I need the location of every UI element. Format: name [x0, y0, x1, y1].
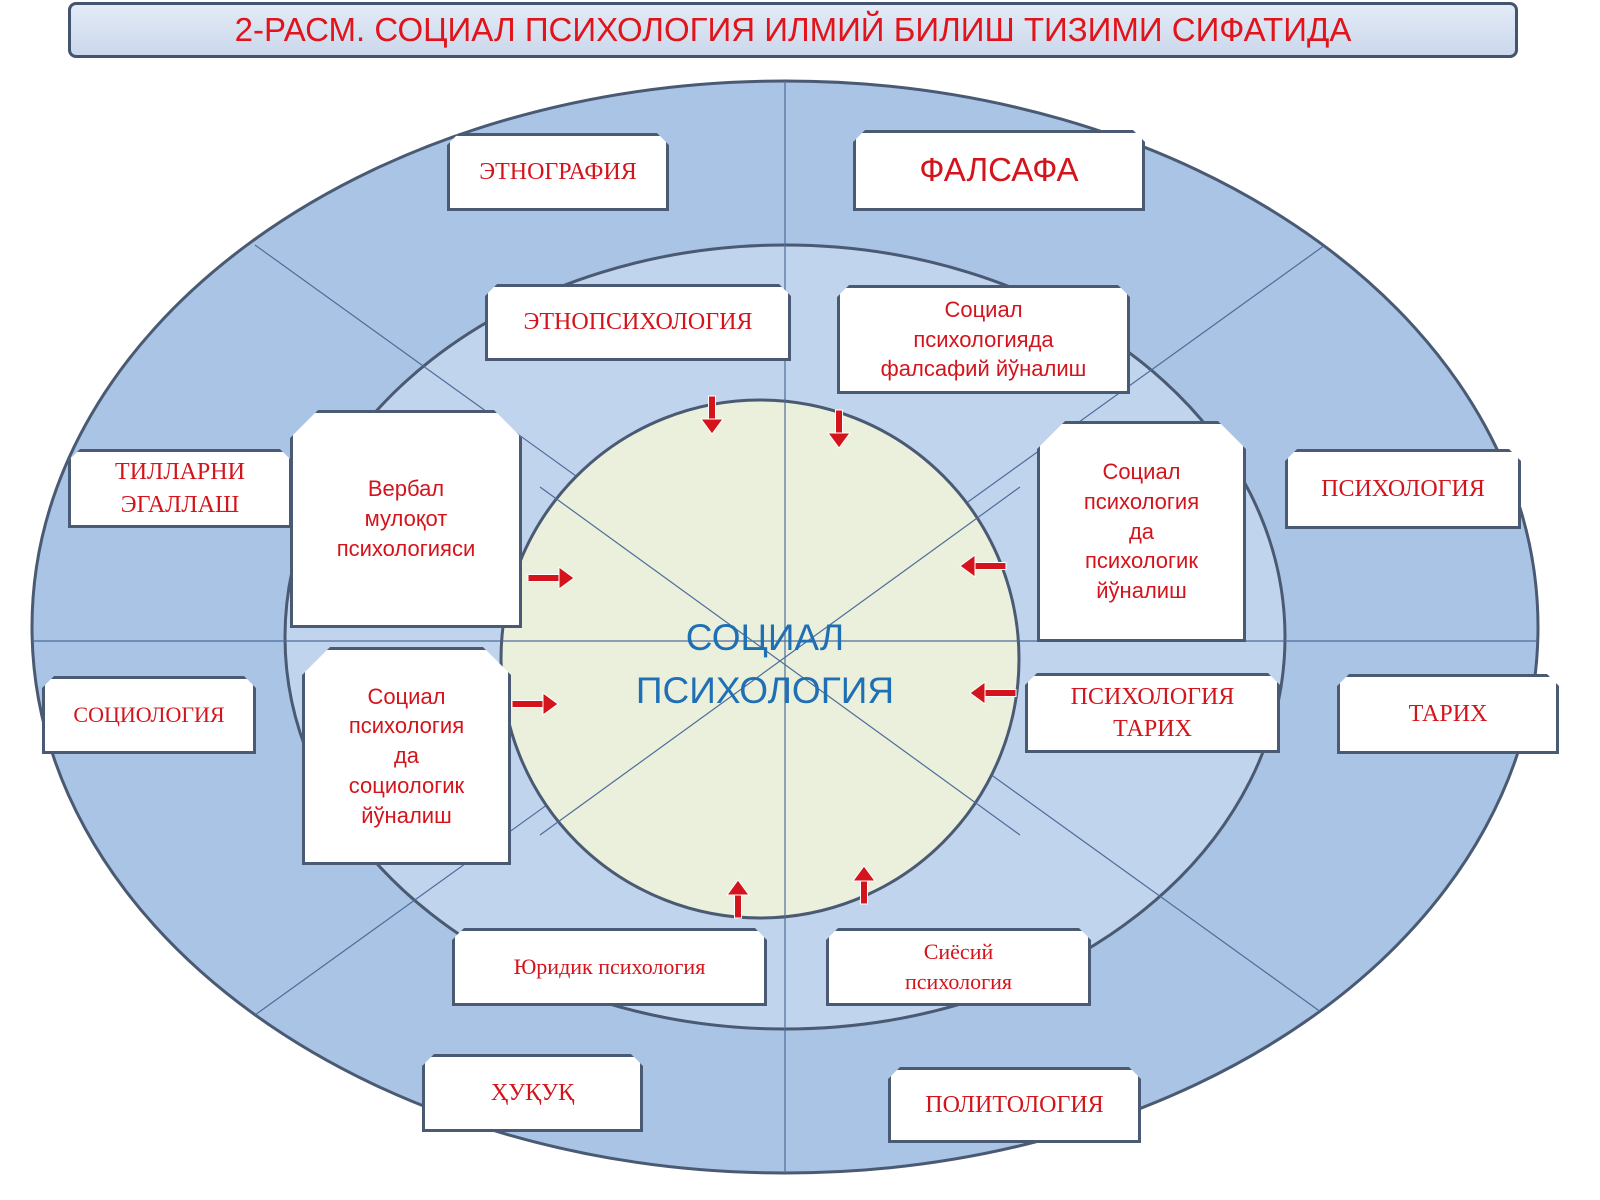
- arrow-down-left: [700, 395, 724, 435]
- box-psychology: ПСИХОЛОГИЯ: [1285, 449, 1521, 529]
- box-history: ТАРИХ: [1337, 674, 1559, 754]
- box-law: ҲУҚУҚ: [422, 1054, 643, 1132]
- arrow-up-right: [852, 865, 876, 905]
- center-label: СОЦИАЛ ПСИХОЛОГИЯ: [635, 617, 895, 711]
- center-circle: [499, 398, 1021, 920]
- box-philosophical-direction: Социал психологияда фалсафий йўналиш: [837, 285, 1130, 394]
- arrow-right-lower: [511, 692, 559, 716]
- box-ethnography: ЭТНОГРАФИЯ: [447, 133, 669, 211]
- arrow-left-lower: [969, 681, 1017, 705]
- arrow-down-right: [827, 409, 851, 449]
- box-political-psychology: Сиёсий психология: [826, 928, 1091, 1006]
- box-politology: ПОЛИТОЛОГИЯ: [888, 1067, 1141, 1143]
- box-languages: ТИЛЛАРНИ ЭГАЛЛАШ: [68, 449, 292, 528]
- box-legal-psychology: Юридик психология: [452, 928, 767, 1006]
- inner-dividers: [502, 400, 1021, 918]
- box-philosophy: ФАЛСАФА: [853, 130, 1145, 211]
- box-verbal-communication: Вербал мулоқот психологияси: [290, 410, 522, 628]
- box-sociological-direction: Социал психология да социологик йўналиш: [302, 647, 511, 865]
- diagram-title: 2-РАСМ. СОЦИАЛ ПСИХОЛОГИЯ ИЛМИЙ БИЛИШ ТИ…: [68, 2, 1518, 58]
- arrow-up-left: [726, 879, 750, 919]
- arrow-left-upper: [959, 554, 1007, 578]
- box-psychology-history: ПСИХОЛОГИЯ ТАРИХ: [1025, 673, 1280, 753]
- box-ethnopsychology: ЭТНОПСИХОЛОГИЯ: [485, 284, 791, 361]
- box-sociology: СОЦИОЛОГИЯ: [42, 676, 256, 754]
- arrow-right-upper: [527, 566, 575, 590]
- box-psychological-direction: Социал психология да психологик йўналиш: [1037, 421, 1246, 642]
